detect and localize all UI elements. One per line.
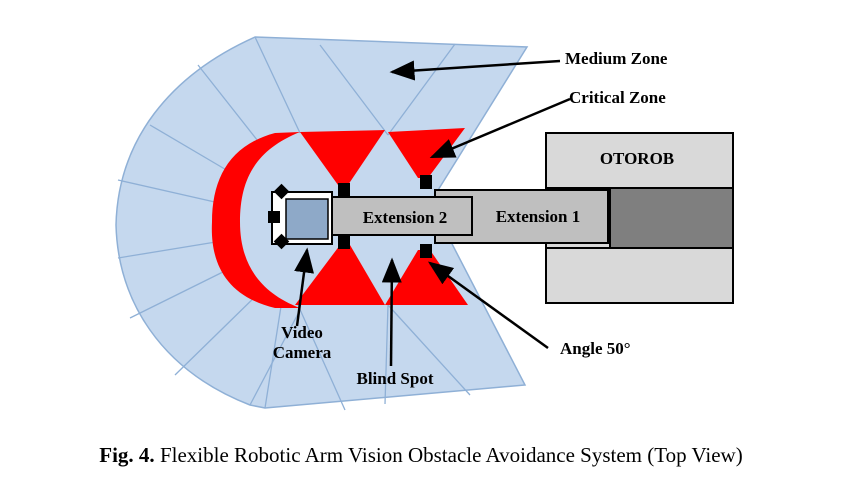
sensors — [268, 175, 432, 258]
camera-label: Camera — [273, 343, 332, 362]
video-label: Video — [281, 323, 323, 342]
figure-caption: Fig. 4. Flexible Robotic Arm Vision Obst… — [0, 443, 842, 468]
blind-spot-label: Blind Spot — [356, 369, 433, 388]
annotation-arrows — [294, 59, 571, 367]
extension-2: Extension 2 — [331, 196, 473, 236]
figure-caption-text: Flexible Robotic Arm Vision Obstacle Avo… — [154, 443, 743, 467]
figure-number: Fig. 4. — [99, 443, 155, 467]
extension-1-label: Extension 1 — [496, 207, 581, 226]
extension-2-label: Extension 2 — [363, 208, 448, 227]
medium-zone-label: Medium Zone — [565, 49, 668, 68]
angle-label: Angle 50° — [560, 339, 631, 358]
critical-zone — [211, 128, 468, 308]
otorob-label: OTOROB — [600, 149, 674, 168]
critical-zone-label: Critical Zone — [569, 88, 666, 107]
